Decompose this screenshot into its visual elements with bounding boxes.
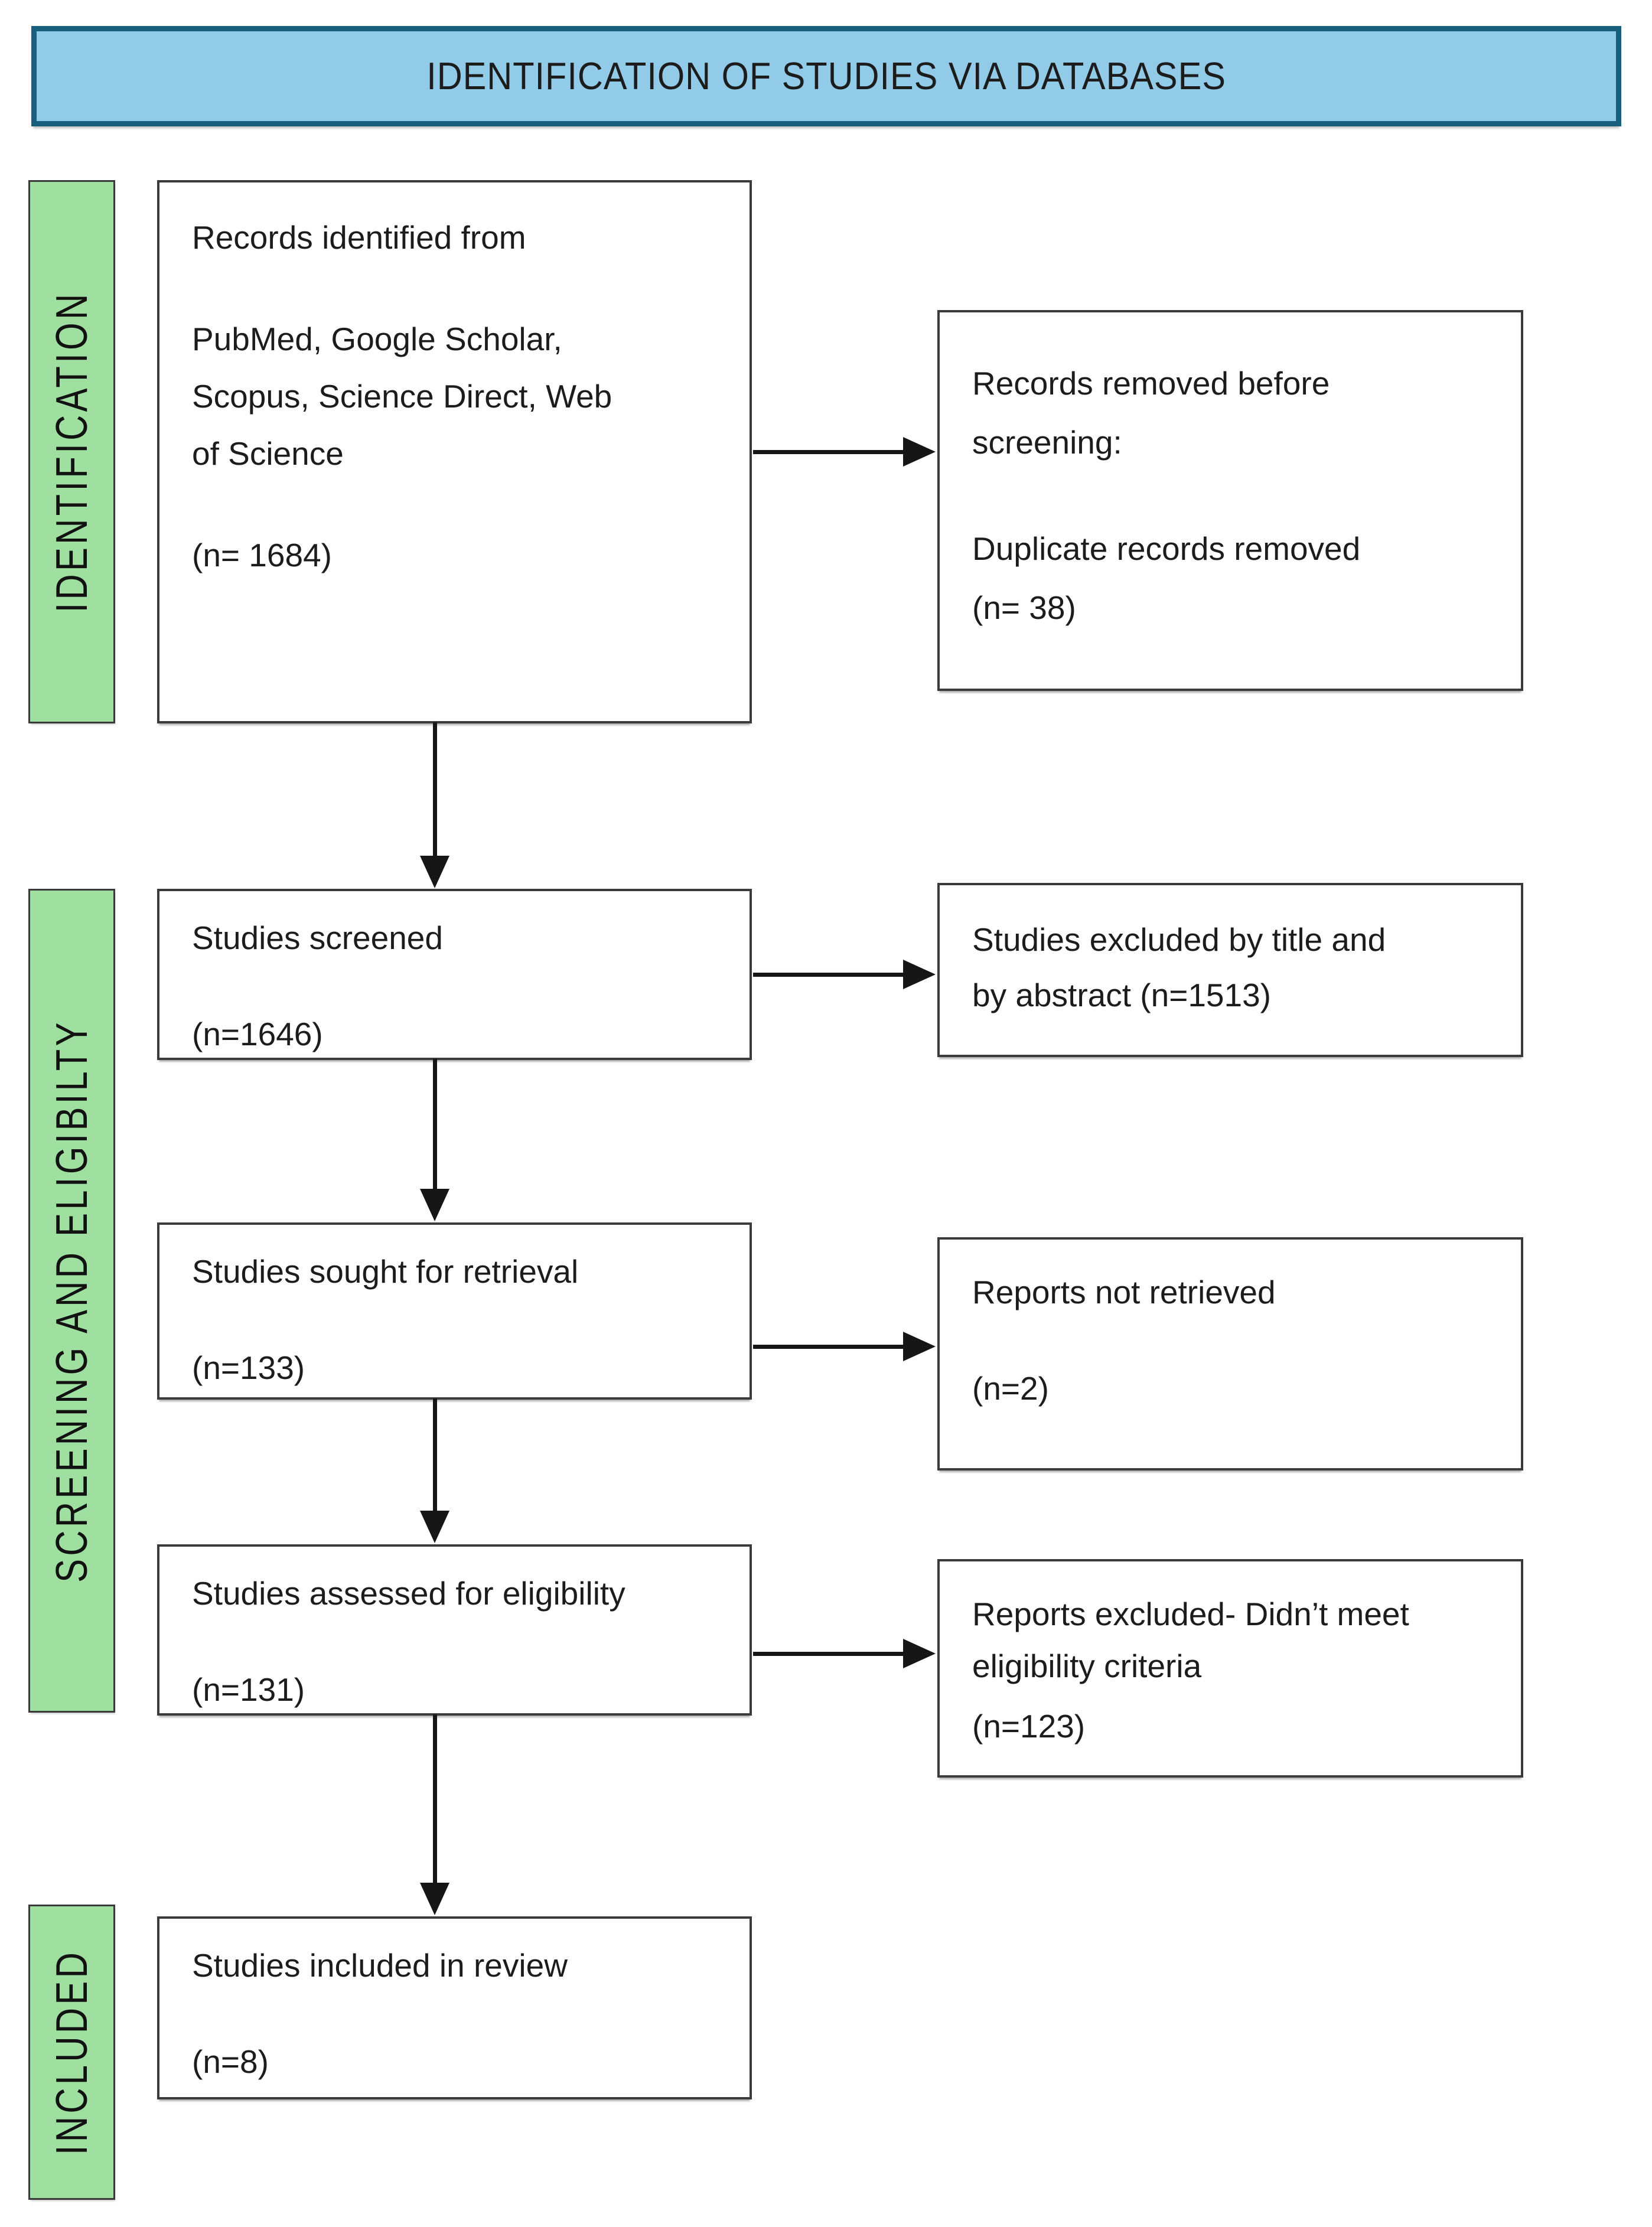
stage-label-screening-eligibility: SCREENING AND ELIGIBILTY [47, 1019, 97, 1583]
box-text-line: (n=2) [972, 1370, 1049, 1407]
stage-bar-included: INCLUDED [28, 1905, 115, 2200]
flow-box-studies-excluded: Studies excluded by title and by abstrac… [937, 883, 1523, 1057]
box-text-line: Reports not retrieved [972, 1274, 1276, 1310]
box-text-line: Studies included in review [192, 1947, 568, 1984]
box-text-line: (n=1646) [192, 1016, 323, 1052]
box-text-line: Scopus, Science Direct, Web [192, 378, 612, 415]
box-text-line: (n= 1684) [192, 537, 332, 573]
box-text-line: Studies assessed for eligibility [192, 1575, 625, 1612]
arrow-head [420, 1511, 449, 1543]
box-text-line: Studies sought for retrieval [192, 1253, 579, 1290]
box-text-line: of Science [192, 435, 344, 472]
box-text-line: Records removed before [972, 365, 1330, 402]
box-text-line: Reports excluded- Didn’t meet [972, 1596, 1409, 1632]
flow-box-studies-screened: Studies screened (n=1646) [157, 889, 752, 1060]
box-text-line: (n=133) [192, 1349, 305, 1386]
arrow-head [903, 1332, 936, 1361]
box-text-line: (n=123) [972, 1708, 1086, 1745]
box-text-line: (n=8) [192, 2043, 269, 2080]
arrow-head [903, 960, 936, 989]
arrow-head [903, 437, 936, 467]
banner-title: IDENTIFICATION OF STUDIES VIA DATABASES [426, 55, 1226, 97]
arrow-head [420, 1189, 449, 1221]
box-text-line: screening: [972, 424, 1122, 461]
arrow-stem [433, 722, 437, 857]
flow-box-studies-sought: Studies sought for retrieval (n=133) [157, 1222, 752, 1400]
box-text-line: Studies screened [192, 920, 443, 956]
box-text-line: Studies excluded by title and [972, 921, 1386, 958]
box-text-line: PubMed, Google Scholar, [192, 321, 562, 357]
arrow-head [903, 1639, 936, 1668]
flow-box-studies-assessed: Studies assessed for eligibility (n=131) [157, 1544, 752, 1716]
flow-box-records-identified: Records identified from PubMed, Google S… [157, 180, 752, 723]
arrow-stem [753, 450, 905, 454]
box-text-line: eligibility criteria [972, 1648, 1202, 1684]
box-text-line: by abstract (n=1513) [972, 977, 1271, 1013]
arrow-head [420, 1883, 449, 1915]
banner: IDENTIFICATION OF STUDIES VIA DATABASES [31, 26, 1621, 126]
arrow-stem [753, 1345, 905, 1349]
stage-label-identification: IDENTIFICATION [47, 291, 97, 613]
box-text-line: Records identified from [192, 219, 526, 256]
arrow-stem [753, 973, 905, 977]
stage-bar-screening-eligibility: SCREENING AND ELIGIBILTY [28, 889, 115, 1713]
flow-box-reports-excluded: Reports excluded- Didn’t meet eligibilit… [937, 1559, 1523, 1778]
box-text-line: (n= 38) [972, 589, 1076, 626]
stage-label-included: INCLUDED [47, 1949, 97, 2156]
flow-box-reports-not-retrieved: Reports not retrieved (n=2) [937, 1237, 1523, 1470]
flow-box-studies-included: Studies included in review (n=8) [157, 1916, 752, 2099]
arrow-stem [433, 1714, 437, 1884]
flow-box-records-removed: Records removed before screening: Duplic… [937, 310, 1523, 691]
stage-bar-identification: IDENTIFICATION [28, 180, 115, 723]
arrow-stem [433, 1398, 437, 1512]
arrow-head [420, 856, 449, 888]
arrow-stem [753, 1652, 905, 1656]
box-text-line: (n=131) [192, 1671, 305, 1708]
box-text-line: Duplicate records removed [972, 530, 1361, 567]
arrow-stem [433, 1059, 437, 1190]
